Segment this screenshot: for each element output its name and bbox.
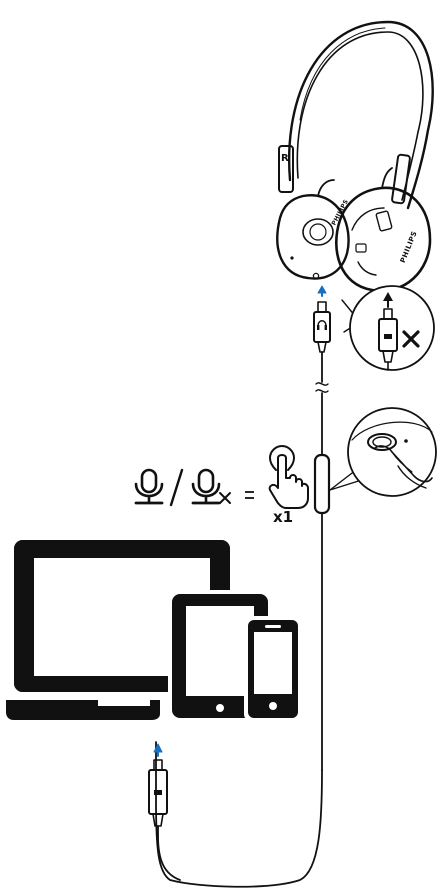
up-arrow-blue	[317, 285, 327, 294]
smartphone	[244, 616, 302, 722]
right-side-marker: R	[281, 153, 289, 164]
equals-sign	[245, 491, 254, 499]
mic-icon	[134, 468, 164, 505]
mic-mute-icon	[191, 468, 231, 505]
slash-separator	[169, 468, 184, 507]
press-count-label: x1	[273, 508, 294, 526]
inline-remote	[155, 453, 331, 888]
device-usb-c-plug	[148, 743, 181, 881]
headphone-jack-icon	[317, 320, 327, 330]
headphone-usb-c-plug	[313, 285, 331, 456]
up-arrow-blue-bottom	[153, 743, 163, 753]
up-arrow-black	[383, 292, 393, 301]
headphones	[276, 20, 434, 293]
tap-finger-icon	[268, 445, 309, 509]
unplug-callout	[341, 285, 435, 371]
power-button-icon	[367, 433, 408, 451]
press-button-callout	[329, 407, 437, 497]
close-icon	[402, 330, 420, 348]
